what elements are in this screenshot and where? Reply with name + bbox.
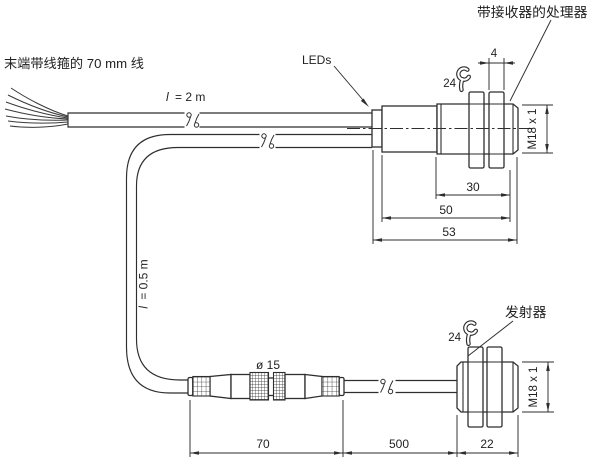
wrench-size-bottom-label: 24	[448, 332, 461, 344]
wrench-icon	[463, 320, 479, 347]
dim-50-label: 50	[439, 203, 453, 217]
cable-break-icon	[378, 376, 396, 397]
cable-length-drop-label: l = 0.5 m	[137, 259, 151, 308]
connector-pair	[187, 371, 345, 401]
receiver-nut-2	[488, 91, 505, 169]
wrench-icon	[456, 66, 472, 93]
top-cable	[4, 87, 372, 130]
emitter-nut-1	[467, 346, 484, 428]
processor-leader	[509, 19, 552, 102]
emitter-assembly	[456, 346, 519, 428]
leds-leader	[333, 65, 364, 101]
dim-thread-top: M18 x 1	[522, 104, 553, 154]
leader-lines	[333, 19, 552, 357]
connector-knurl-right	[321, 375, 340, 397]
processor-label: 带接收器的处理器	[477, 4, 588, 20]
dim-receiver-lengths: 30 50 53	[372, 150, 518, 244]
dim-22-label: 22	[480, 437, 494, 451]
coupling-ring-a	[249, 371, 270, 401]
dim-thread-bottom: M18 x 1	[522, 361, 554, 413]
connector-body-right	[284, 373, 306, 400]
thread-spec-bottom-label: M18 x 1	[528, 367, 540, 408]
leds-arrowhead	[360, 98, 369, 107]
emitter-nut-2	[486, 346, 503, 428]
connector-taper-left	[209, 373, 232, 400]
dim-30-label: 30	[466, 180, 480, 194]
wrench-size-top-label: 24	[443, 78, 456, 90]
connector-flange-left	[187, 376, 194, 397]
connector-taper-right	[304, 373, 323, 400]
cable-length-top-label: l = 2 m	[166, 90, 205, 104]
leds-label: LEDs	[302, 53, 331, 67]
connector-body-left	[230, 373, 251, 400]
connector-knurl-left	[192, 375, 211, 397]
cable-break-icon	[184, 110, 200, 130]
cable-outline	[67, 112, 372, 128]
wire-ferrules	[4, 87, 69, 128]
thread-spec-top-label: M18 x 1	[527, 109, 539, 150]
receiver-drop-cable	[125, 131, 372, 394]
dim-bottom-chain: 70 500 22	[189, 400, 519, 457]
emitter-cable	[344, 376, 458, 397]
receiver-nut-1	[468, 91, 485, 169]
receiver-rear-barrel	[381, 105, 438, 153]
connector-flange-right	[338, 376, 345, 397]
coupling-ring-b	[272, 371, 286, 401]
dim-70-label: 70	[256, 437, 270, 451]
dim-nut-thickness: 4	[478, 48, 515, 90]
emitter-label: 发射器	[505, 305, 547, 320]
dim-53-label: 53	[442, 225, 456, 239]
emitter-leader	[467, 320, 514, 357]
connector-diameter-label: ø 15	[256, 358, 280, 372]
wire-note-label: 末端带线箍的 70 mm 线	[4, 55, 144, 71]
cable-break-icon	[259, 131, 276, 151]
dim-4-label: 4	[491, 48, 498, 60]
receiver-assembly	[371, 91, 519, 169]
dim-500-label: 500	[389, 437, 409, 451]
